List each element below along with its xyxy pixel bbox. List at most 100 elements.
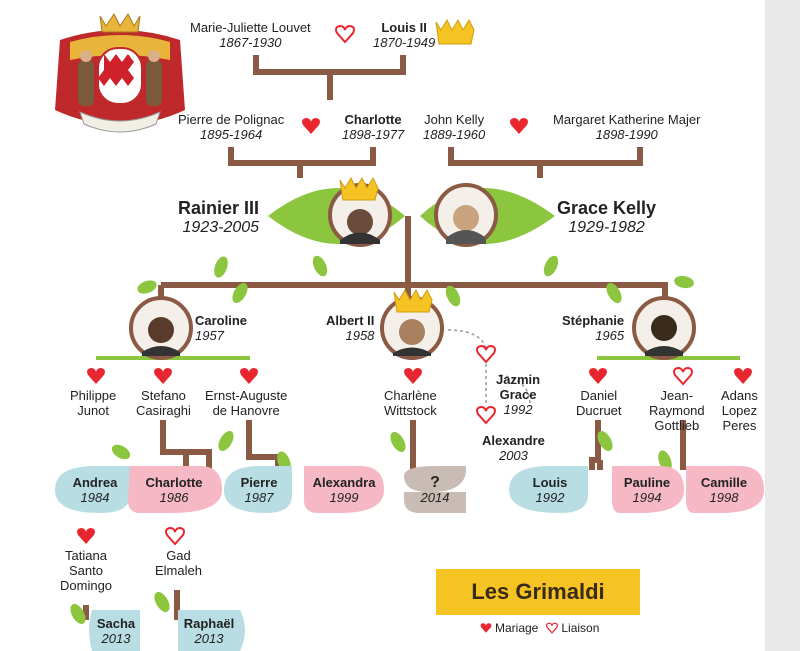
name-line: Jazmin <box>496 372 541 387</box>
person-dates: 1889-1960 <box>423 127 486 142</box>
name-line: de Hanovre <box>212 403 280 418</box>
person-dates: 1867-1930 <box>219 35 282 50</box>
coat-of-arms-emblem <box>55 13 185 133</box>
person-name: Charlotte <box>344 112 402 127</box>
person-camille: Camille 1998 <box>686 467 762 513</box>
person-dates: 1984 <box>80 490 110 505</box>
liaison-heart-icon <box>673 366 693 386</box>
person-stefano-casiraghi: Stefano Casiraghi <box>136 388 191 418</box>
person-louis-ducruet: Louis 1992 <box>514 467 586 513</box>
name-line: Peres <box>722 418 757 433</box>
legend-liaison: Liaison <box>546 621 599 635</box>
person-grace-kelly: Grace Kelly 1929-1982 <box>557 198 656 238</box>
person-name: Margaret Katherine Majer <box>553 112 701 127</box>
title-banner: Les Grimaldi <box>436 569 640 615</box>
name-line: Wittstock <box>384 403 437 418</box>
name-line: Raymond <box>649 403 705 418</box>
person-rainier-iii: Rainier III 1923-2005 <box>178 198 259 238</box>
connectors <box>83 55 686 620</box>
person-dates: 1987 <box>244 490 274 505</box>
person-daniel-ducruet: Daniel Ducruet <box>576 388 622 418</box>
person-name: Alexandre <box>482 433 545 448</box>
person-name: Charlotte <box>145 475 203 490</box>
person-name: Albert II <box>326 313 375 328</box>
marriage-heart-icon <box>589 368 607 384</box>
name-line: Ducruet <box>576 403 622 418</box>
name-line: Grace <box>499 387 537 402</box>
name-line: Jean- <box>660 388 694 403</box>
person-name: Rainier III <box>178 198 260 218</box>
name-line: Philippe <box>70 388 117 403</box>
person-gad-elmaleh: Gad Elmaleh <box>155 548 202 578</box>
liaison-heart-icon <box>476 405 496 425</box>
eye-leaves <box>268 188 555 244</box>
person-john-kelly: John Kelly 1889-1960 <box>423 112 485 142</box>
person-dates: 1965 <box>595 328 625 343</box>
name-line: Domingo <box>60 578 113 593</box>
person-philippe-junot: Philippe Junot <box>70 388 116 418</box>
person-pierre-casiraghi: Pierre 1987 <box>228 467 290 513</box>
person-dates: 1986 <box>159 490 189 505</box>
person-adans-lopez-peres: Adans Lopez Peres <box>721 388 758 433</box>
scroll-gutter <box>765 0 800 651</box>
person-charlotte-casiraghi: Charlotte 1986 <box>134 467 214 513</box>
person-name: John Kelly <box>424 112 485 127</box>
person-name: ? <box>430 474 440 491</box>
portraits <box>129 183 696 360</box>
person-dates: 1994 <box>632 490 662 505</box>
person-charlene-wittstock: Charlène Wittstock <box>384 388 437 418</box>
person-dates: 1929-1982 <box>568 219 645 236</box>
person-unknown-twins: ? 2014 <box>404 467 466 513</box>
person-name: Pauline <box>623 475 671 490</box>
person-alexandra: Alexandra 1999 <box>306 467 382 513</box>
person-name: Caroline <box>195 313 248 328</box>
person-andrea: Andrea 1984 <box>62 467 128 513</box>
person-name: Sacha <box>96 616 136 631</box>
person-dates: 2013 <box>194 631 224 646</box>
name-line: Santo <box>69 563 103 578</box>
crown-icons <box>339 18 475 313</box>
person-name: Pierre <box>240 475 278 490</box>
name-line: Ernst-Auguste <box>205 388 288 403</box>
name-line: Gottlieb <box>654 418 700 433</box>
person-dates: 2013 <box>101 631 131 646</box>
person-alexandre: Alexandre 2003 <box>482 433 545 463</box>
liaison-heart-icon <box>335 24 355 44</box>
leaf-pill-shapes <box>55 466 764 651</box>
marriage-heart-icon <box>77 528 95 544</box>
name-line: Gad <box>166 548 191 563</box>
liaison-dashes <box>447 329 531 406</box>
liaison-heart-icon <box>546 622 559 634</box>
person-dates: 2003 <box>498 448 528 463</box>
person-dates: 1898-1977 <box>342 127 405 142</box>
person-sacha: Sacha 2013 <box>92 612 140 650</box>
name-line: Daniel <box>580 388 618 403</box>
person-tatiana-santo-domingo: Tatiana Santo Domingo <box>60 548 112 593</box>
person-name: Louis II <box>381 20 427 35</box>
person-name: Andrea <box>72 475 118 490</box>
person-louis-ii: Louis II 1870-1949 <box>373 20 435 50</box>
liaison-heart-icon <box>476 344 496 364</box>
person-pierre-polignac: Pierre de Polignac 1895-1964 <box>178 112 284 142</box>
marriage-heart-icon <box>404 368 422 384</box>
person-marie-juliette: Marie-Juliette Louvet 1867-1930 <box>190 20 311 50</box>
name-line: Junot <box>77 403 110 418</box>
person-jean-raymond-gottlieb: Jean- Raymond Gottlieb <box>649 388 705 433</box>
person-name: Grace Kelly <box>557 198 657 218</box>
legend-marriage: Mariage <box>480 621 538 635</box>
name-line: Lopez <box>721 403 758 418</box>
person-name: Pierre de Polignac <box>178 112 285 127</box>
person-name: Alexandra <box>312 475 376 490</box>
person-dates: 1999 <box>329 490 359 505</box>
person-dates: 1957 <box>195 328 224 343</box>
name-line: Adans <box>721 388 758 403</box>
legend: Mariage Liaison <box>480 621 599 635</box>
marriage-heart-icon <box>510 118 528 134</box>
name-line: Elmaleh <box>155 563 202 578</box>
person-margaret-majer: Margaret Katherine Majer 1898-1990 <box>553 112 700 142</box>
name-line: Stefano <box>141 388 186 403</box>
person-dates: 1992 <box>503 402 533 417</box>
name-line: Casiraghi <box>136 403 191 418</box>
person-name: Stéphanie <box>562 313 625 328</box>
